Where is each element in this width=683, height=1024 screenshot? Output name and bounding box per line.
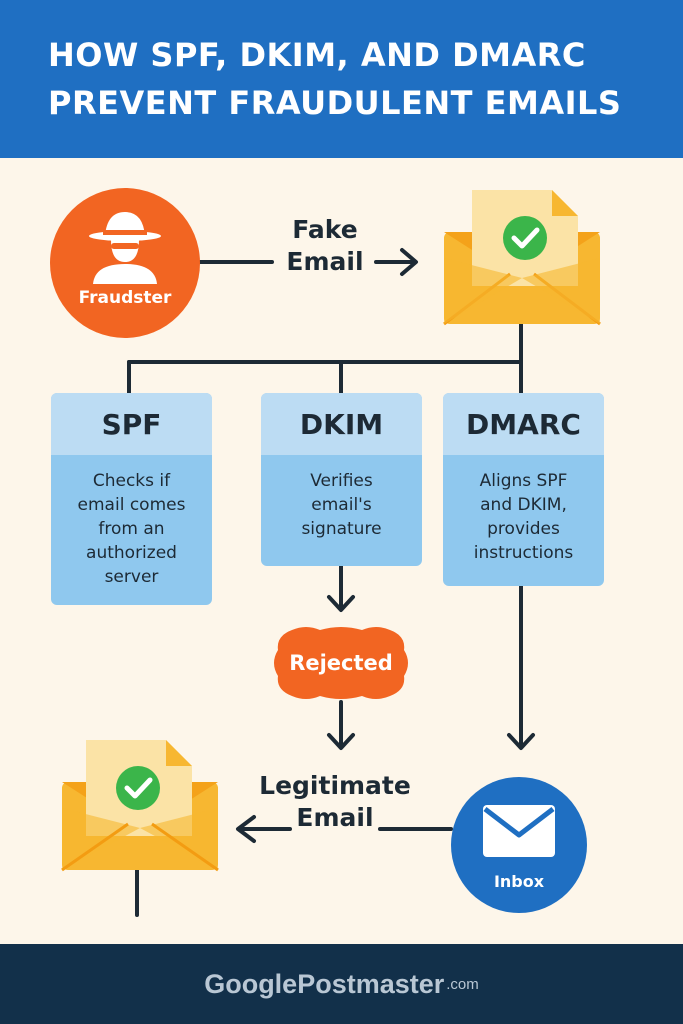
dkim-card: DKIM Verifies email's signature xyxy=(261,393,422,566)
fraudster-label: Fraudster xyxy=(78,288,172,308)
spf-card-description: Checks if email comes from an authorized… xyxy=(51,455,212,589)
fraudster-circle: Fraudster xyxy=(50,188,200,338)
spf-line: server xyxy=(104,567,159,587)
dmarc-line: instructions xyxy=(473,543,574,563)
dmarc-to-inbox-arrow xyxy=(507,584,535,750)
dkim-to-rejected-arrow xyxy=(327,564,355,612)
dmarc-card: DMARC Aligns SPF and DKIM, provides inst… xyxy=(443,393,604,586)
inbox-circle: Inbox xyxy=(451,777,587,913)
spf-card: SPF Checks if email comes from an author… xyxy=(51,393,212,605)
dmarc-line: provides xyxy=(487,519,560,539)
legit-email-line-1: Legitimate xyxy=(259,771,411,800)
dkim-card-title: DKIM xyxy=(261,393,422,455)
rejected-badge-shape xyxy=(274,627,408,699)
dkim-line: email's xyxy=(311,495,372,515)
dmarc-line: and DKIM, xyxy=(480,495,567,515)
dkim-line: signature xyxy=(301,519,382,539)
footer-brand: GooglePostmaster xyxy=(204,968,445,999)
page-title-line-2: PREVENT FRAUDULENT EMAILS xyxy=(48,84,622,122)
spf-line: authorized xyxy=(86,543,177,563)
verified-envelope-icon-top xyxy=(443,190,601,326)
spf-line: from an xyxy=(98,519,165,539)
dkim-card-description: Verifies email's signature xyxy=(261,455,422,541)
footer-tld: .com xyxy=(446,975,479,993)
rejected-to-legit-arrow xyxy=(327,700,355,750)
dmarc-card-title: DMARC xyxy=(443,393,604,455)
page-title-line-1: HOW SPF, DKIM, AND DMARC xyxy=(48,36,586,74)
inbox-label: Inbox xyxy=(493,872,545,891)
spf-line: email comes xyxy=(77,495,186,515)
dkim-line: Verifies xyxy=(310,471,373,491)
header-banner: HOW SPF, DKIM, AND DMARC PREVENT FRAUDUL… xyxy=(0,0,683,158)
rejected-label: Rejected xyxy=(289,651,393,675)
legitimate-email-label: Legitimate Email xyxy=(252,770,418,834)
verified-envelope-icon-bottom xyxy=(61,740,219,872)
legit-to-envelope-arrow xyxy=(236,815,292,843)
legit-email-line-2: Email xyxy=(296,803,374,832)
spf-card-title: SPF xyxy=(51,393,212,455)
dmarc-card-description: Aligns SPF and DKIM, provides instructio… xyxy=(443,455,604,565)
spf-line: Checks if xyxy=(92,471,171,491)
fake-email-line-2: Email xyxy=(286,247,364,276)
footer: GooglePostmaster.com xyxy=(0,944,683,1024)
fake-email-label: Fake Email xyxy=(270,214,380,278)
hacker-icon xyxy=(89,212,161,284)
dmarc-line: Aligns SPF xyxy=(479,471,568,491)
envelope-icon xyxy=(483,805,555,857)
fake-email-line-1: Fake xyxy=(292,215,358,244)
fake-to-envelope-arrow xyxy=(374,248,418,276)
